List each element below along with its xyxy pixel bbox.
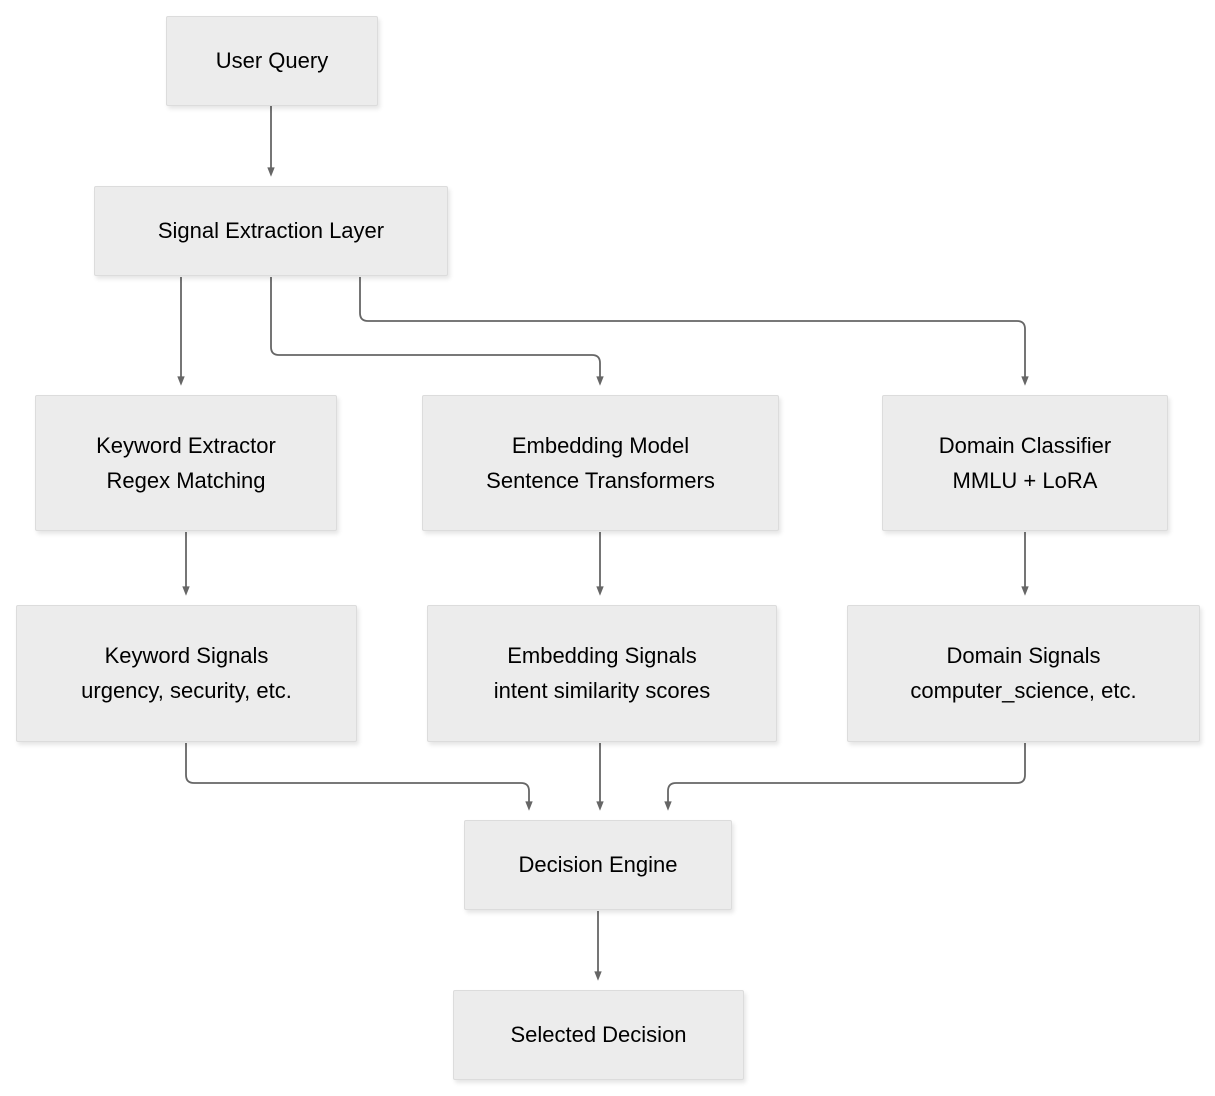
node-domain-classifier[interactable]: Domain Classifier MMLU + LoRA [882,395,1168,531]
node-domain-signals-line2: computer_science, etc. [910,678,1137,703]
edge-domain-signals-to-decision-engine [664,743,1026,811]
node-embedding-model-line2: Sentence Transformers [486,467,715,493]
node-domain-signals-line1: Domain Signals [946,643,1101,668]
edge-signal-extraction-to-embedding-model [270,277,604,386]
node-domain-classifier-line2: MMLU + LoRA [952,467,1098,493]
node-user-query-line1: User Query [215,48,329,73]
node-decision-engine[interactable]: Decision Engine [464,820,732,910]
node-decision-engine-line1: Decision Engine [518,852,678,877]
node-embedding-signals-line1: Embedding Signals [507,643,697,668]
node-keyword-extractor[interactable]: Keyword Extractor Regex Matching [35,395,337,531]
node-selected-decision-line1: Selected Decision [510,1022,687,1047]
node-signal-extraction-layer-line1: Signal Extraction Layer [157,218,385,243]
node-domain-classifier-line1: Domain Classifier [938,432,1112,458]
edge-signal-extraction-to-domain-classifier [359,277,1029,386]
edge-keyword-signals-to-decision-engine [185,743,533,811]
node-embedding-model-line1: Embedding Model [511,432,690,458]
node-selected-decision[interactable]: Selected Decision [453,990,744,1080]
node-embedding-model[interactable]: Embedding Model Sentence Transformers [422,395,779,531]
node-keyword-signals-line1: Keyword Signals [104,643,269,668]
node-keyword-signals-line2: urgency, security, etc. [81,678,292,703]
node-keyword-signals[interactable]: Keyword Signals urgency, security, etc. [16,605,357,742]
node-keyword-extractor-line2: Regex Matching [106,467,266,493]
node-keyword-extractor-line1: Keyword Extractor [96,432,276,458]
node-user-query[interactable]: User Query [166,16,378,106]
node-embedding-signals[interactable]: Embedding Signals intent similarity scor… [427,605,777,742]
node-domain-signals[interactable]: Domain Signals computer_science, etc. [847,605,1200,742]
node-signal-extraction-layer[interactable]: Signal Extraction Layer [94,186,448,276]
node-embedding-signals-line2: intent similarity scores [493,678,711,703]
